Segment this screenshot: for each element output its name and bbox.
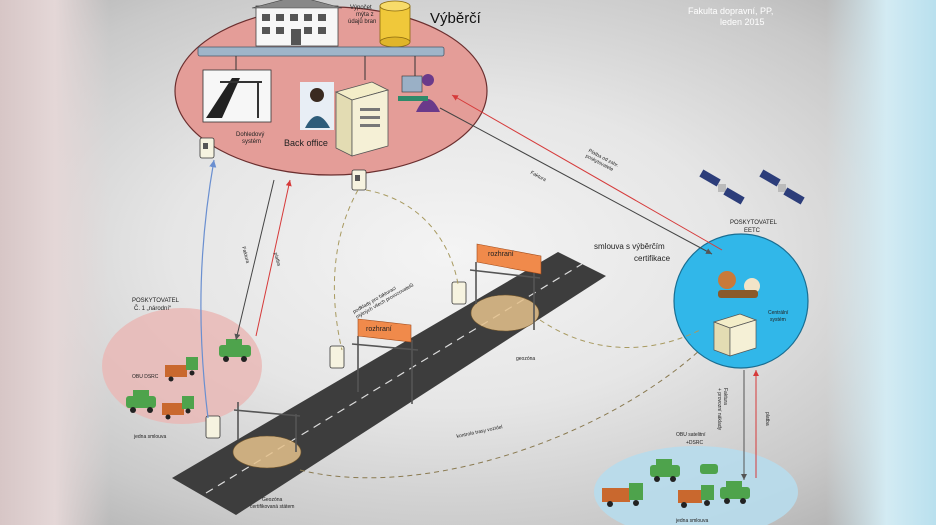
truck-icon-3 <box>602 483 643 507</box>
rozhrani-sign-2 <box>476 243 542 275</box>
provider-right-ellipse <box>594 446 798 525</box>
dashed-link-1 <box>333 189 359 351</box>
credit-line-1: Fakulta dopravní, PP, <box>688 6 774 16</box>
platba-label-right: platba <box>764 412 770 426</box>
central-server-icon <box>712 313 758 357</box>
operator-title: Výběrčí <box>430 10 481 27</box>
rozhrani-label-1: rozhraní <box>366 326 392 333</box>
dashed-link-3 <box>539 319 701 348</box>
network-bus <box>197 46 445 57</box>
contract-line-1: smlouva s výběrčím <box>594 242 665 251</box>
system-line-2: systém <box>242 139 262 145</box>
car-icon-3 <box>650 459 680 482</box>
provider-right-circle <box>673 233 809 369</box>
car-icon-4 <box>720 481 750 504</box>
rozhrani-label-2: rozhraní <box>488 251 514 258</box>
truck-icon-1 <box>165 357 198 382</box>
central-system-line-1: Centrální <box>768 310 789 316</box>
people-icon <box>718 271 760 298</box>
provider-right-obu-2: +DSRC <box>686 440 704 446</box>
central-system-line-2: systém <box>770 317 786 323</box>
blue-link <box>200 159 217 419</box>
geozone-1 <box>232 435 302 469</box>
rozhrani-sign-1 <box>357 318 412 343</box>
faktura-arrow-right <box>439 107 713 255</box>
back-office-label: Back office <box>284 138 328 148</box>
dashed-link-2 <box>365 189 459 285</box>
provider-left-title-1: POSKYTOVATEL <box>132 298 180 304</box>
platba-arrow-right <box>451 94 723 251</box>
geozona-label: geozóna <box>516 356 536 362</box>
person-icon <box>300 82 334 130</box>
car-icon-2 <box>219 339 251 362</box>
faktura-arrow-left <box>234 179 275 341</box>
system-line-1: Dohledový <box>236 132 265 138</box>
building-icon <box>251 0 343 47</box>
operator-desk-icon <box>398 74 440 112</box>
transponder-icon-2 <box>351 169 367 191</box>
platba-arrow-left <box>255 179 292 337</box>
contract-line-2: certifikace <box>634 254 671 263</box>
geozona-cert-line-2: certifikovaná státem <box>250 504 295 510</box>
transponder-icon-4 <box>329 345 345 369</box>
dashed-link-4 <box>299 349 701 479</box>
faktura-costs-label: Faktura + provozní náklady <box>716 388 728 431</box>
credit-line-2: leden 2015 <box>720 17 765 27</box>
gantry-1 <box>233 402 301 452</box>
left-blur-panel <box>0 0 110 525</box>
car-icon-5 <box>700 464 718 474</box>
transponder-icon-5 <box>451 281 467 305</box>
data-note-line-3: údajů bran <box>348 19 377 25</box>
database-icon <box>379 0 411 48</box>
transponder-icon-3 <box>205 415 221 439</box>
gantry-3 <box>469 262 541 330</box>
truck-icon-2 <box>162 396 194 420</box>
right-blur-panel <box>826 0 936 525</box>
monitoring-system-icon <box>202 69 272 123</box>
truck-icon-4 <box>678 485 714 508</box>
car-icon-1 <box>126 390 156 413</box>
provider-left-obu: OBU DSRC <box>132 374 159 380</box>
provider-right-bottom: jedna smlouva <box>676 518 709 524</box>
data-note-line-2: mýta z <box>356 12 374 18</box>
transponder-icon-1 <box>199 137 215 159</box>
gantry-2 <box>351 336 419 404</box>
geozona-cert-line-1: Geozóna <box>262 497 283 503</box>
provider-right-title-1: POSKYTOVATEL <box>730 220 778 226</box>
provider-right-title-2: EETC <box>744 228 761 234</box>
server-icon <box>334 81 390 157</box>
satellite-icon-1 <box>699 169 745 205</box>
data-note-line-1: Výpočet <box>350 5 372 11</box>
provider-left-title-2: Č. 1 „národní“ <box>134 306 172 312</box>
geozone-2 <box>470 294 540 332</box>
provider-right-obu-1: OBU satelitní <box>676 432 706 438</box>
satellite-icon-2 <box>759 169 805 205</box>
provider-left-bottom: jedna smlouva <box>134 434 167 440</box>
